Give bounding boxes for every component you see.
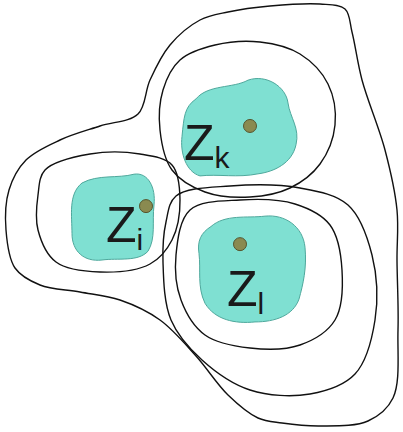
nucleus-symbol: Z	[227, 261, 258, 317]
nucleus-dot	[234, 238, 247, 251]
nucleus-label-group: Zi	[106, 200, 143, 250]
basin-region: Zk	[178, 76, 302, 178]
nucleus-dot	[244, 119, 257, 132]
contour-line	[36, 152, 180, 272]
basin-fill	[71, 174, 154, 260]
nucleus-dot	[140, 200, 153, 213]
contour-line	[175, 199, 342, 349]
basin-fill	[182, 79, 297, 176]
nucleus-subscript: k	[215, 141, 230, 174]
basin-region: Zl	[195, 212, 307, 324]
nucleus-subscript: l	[258, 287, 265, 320]
nucleus-subscript: i	[137, 223, 144, 256]
contour-line	[163, 185, 377, 396]
nucleus-symbol: Z	[106, 197, 137, 253]
nucleus-symbol: Z	[184, 115, 215, 171]
basin-region: Zi	[68, 172, 156, 260]
nucleus-label-group: Zl	[227, 264, 264, 314]
contour-line	[6, 4, 399, 426]
contour-line	[159, 41, 335, 197]
basin-fill	[199, 216, 306, 322]
nucleus-label-group: Zk	[184, 118, 230, 168]
